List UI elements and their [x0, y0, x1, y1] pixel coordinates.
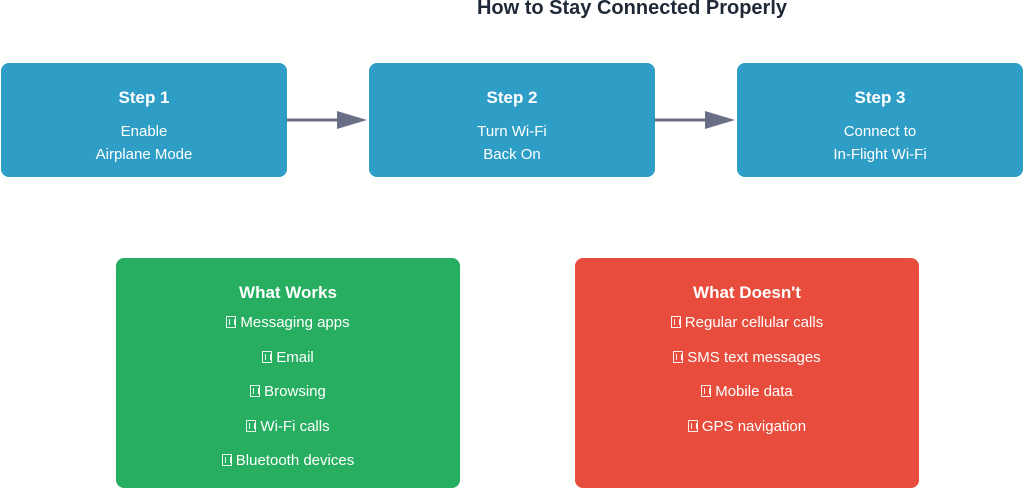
- list-item-label: Regular cellular calls: [684, 314, 824, 331]
- step-2-box: Step 2 Turn Wi-Fi Back On: [369, 63, 655, 177]
- list-item: Wi-Fi calls: [116, 417, 460, 452]
- what-works-title: What Works: [239, 283, 337, 302]
- missing-glyph-box-icon: [670, 316, 681, 328]
- list-item: SMS text messages: [575, 348, 919, 383]
- list-item-label: Wi-Fi calls: [260, 417, 330, 435]
- step-3-title: Step 3: [854, 88, 906, 107]
- list-item-label: Browsing: [264, 383, 326, 400]
- missing-glyph-box-icon: [262, 350, 273, 363]
- missing-glyph-box-icon: [246, 419, 257, 432]
- list-item: Browsing: [116, 382, 460, 417]
- step-2-line-1: Turn Wi-Fi: [477, 123, 547, 140]
- step-1-title: Step 1: [118, 88, 170, 107]
- list-item: Regular cellular calls: [575, 313, 919, 348]
- list-item-label: Bluetooth devices: [235, 452, 355, 469]
- step-1-line-2: Airplane Mode: [95, 146, 193, 163]
- list-item-label: Email: [276, 348, 314, 366]
- what-works-panel: What Works Messaging apps Email Browsing…: [116, 258, 460, 488]
- missing-glyph-box-icon: [673, 350, 684, 363]
- arrow-right-icon: [287, 111, 367, 129]
- what-doesnt-title: What Doesn't: [693, 283, 801, 302]
- diagram-title: How to Stay Connected Properly: [476, 0, 788, 19]
- step-3-box: Step 3 Connect to In-Flight Wi-Fi: [737, 63, 1023, 177]
- list-item-label: Messaging apps: [240, 314, 350, 331]
- step-3-line-1: Connect to: [843, 123, 917, 140]
- arrow-right-icon: [655, 111, 735, 129]
- list-item-label: SMS text messages: [687, 348, 821, 366]
- step-1-box: Step 1 Enable Airplane Mode: [1, 63, 287, 177]
- missing-glyph-box-icon: [226, 316, 237, 328]
- missing-glyph-box-icon: [250, 385, 261, 397]
- step-2-line-2: Back On: [483, 146, 541, 163]
- step-1-line-1: Enable: [120, 123, 168, 140]
- missing-glyph-box-icon: [221, 454, 232, 466]
- list-item-label: GPS navigation: [701, 417, 807, 435]
- list-item-label: Mobile data: [715, 383, 793, 400]
- list-item: Email: [116, 348, 460, 383]
- step-3-line-2: In-Flight Wi-Fi: [833, 146, 927, 163]
- list-item: Mobile data: [575, 382, 919, 417]
- what-doesnt-panel: What Doesn't Regular cellular calls SMS …: [575, 258, 919, 488]
- list-item: Bluetooth devices: [116, 451, 460, 486]
- step-2-title: Step 2: [486, 88, 538, 107]
- list-item: GPS navigation: [575, 417, 919, 452]
- missing-glyph-box-icon: [701, 385, 712, 397]
- missing-glyph-box-icon: [687, 419, 698, 432]
- list-item: Messaging apps: [116, 313, 460, 348]
